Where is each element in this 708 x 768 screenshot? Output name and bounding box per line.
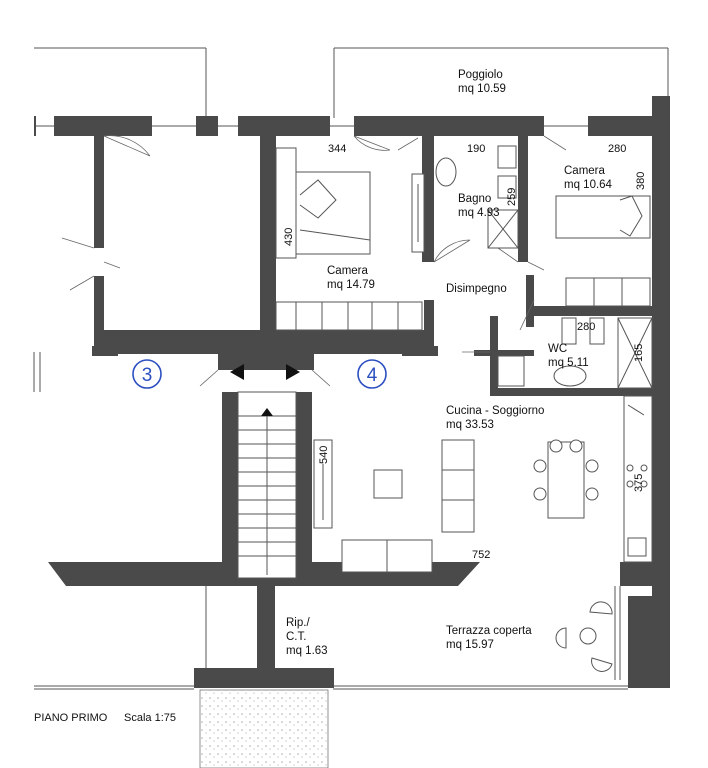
dim-wc-depth: 165 (633, 344, 645, 362)
floor-label: PIANO PRIMO (34, 712, 108, 724)
poggiolo-name: Poggiolo (458, 69, 503, 81)
dim-camera-2-width: 280 (608, 143, 626, 155)
dim-bagno-width: 190 (467, 143, 485, 155)
camera-2-area: mq 10.64 (564, 179, 613, 191)
dim-wc-width: 280 (577, 321, 595, 333)
camera-1-furniture (275, 147, 425, 331)
poggiolo-area: mq 10.59 (458, 83, 506, 95)
terrazza-name: Terrazza coperta (446, 625, 532, 637)
outline-lines (33, 47, 669, 690)
cucina-furniture (313, 395, 653, 573)
cucina-area: mq 33.53 (446, 419, 494, 431)
camera-1-name: Camera (327, 265, 369, 277)
bagno-area: mq 4.93 (458, 207, 500, 219)
dim-bagno-depth: 259 (506, 188, 518, 206)
apartment-marker-3: 3 (132, 359, 162, 389)
door-swings (61, 135, 567, 387)
cucina-name: Cucina - Soggiorno (446, 405, 544, 417)
ripostiglio-name-2: C.T. (286, 631, 306, 643)
disimpegno-name: Disimpegno (446, 283, 507, 295)
scale-label: Scala 1:75 (124, 712, 176, 724)
wc-fixtures (497, 317, 653, 389)
bagno-fixtures (435, 145, 519, 249)
dim-cucina-depth: 540 (318, 446, 330, 464)
terrazza-area: mq 15.97 (446, 639, 494, 651)
ripostiglio-area: mq 1.63 (286, 645, 328, 657)
svg-text:4: 4 (367, 365, 378, 386)
dim-camera-1-width: 344 (328, 143, 346, 155)
svg-text:3: 3 (142, 365, 153, 386)
wc-area: mq 5.11 (548, 357, 589, 369)
camera-2-furniture (555, 195, 651, 307)
stair-up-arrow-icon (261, 408, 273, 416)
dim-camera-1-depth: 430 (283, 228, 295, 246)
arrow-right-icon (286, 364, 300, 380)
camera-1-area: mq 14.79 (327, 279, 375, 291)
camera-2-name: Camera (564, 165, 606, 177)
apartment-marker-4: 4 (357, 359, 387, 389)
dim-camera-2-depth: 380 (635, 172, 647, 190)
dim-cucina-width: 752 (472, 549, 490, 561)
arrow-left-icon (230, 364, 244, 380)
terrace-furniture (555, 601, 613, 672)
dim-kitchen-counter: 375 (633, 474, 645, 492)
walls (34, 96, 670, 688)
bagno-name: Bagno (458, 193, 491, 205)
staircase (230, 364, 300, 579)
wc-name: WC (548, 343, 567, 355)
ripostiglio-name-1: Rip./ (286, 617, 310, 629)
foundation-hatch (199, 689, 329, 768)
